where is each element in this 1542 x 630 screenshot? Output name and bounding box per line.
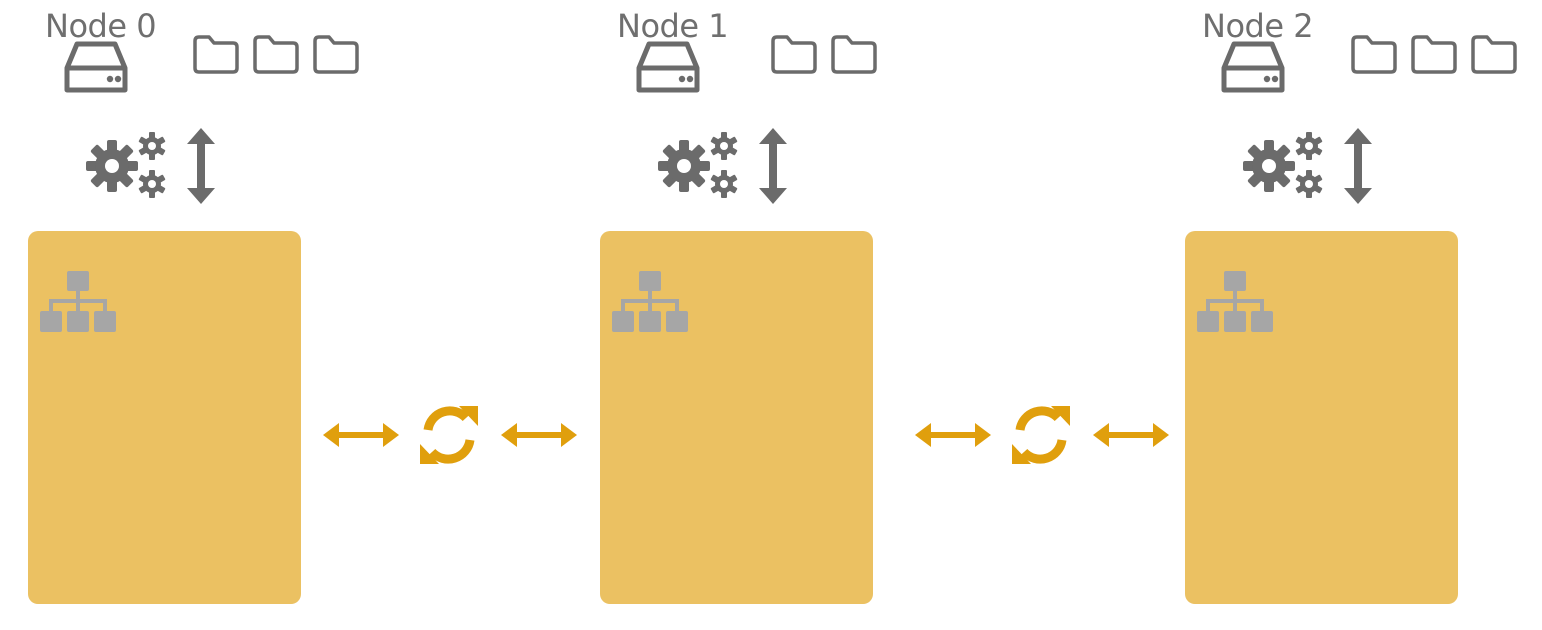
vertical-arrows-icon: [1344, 128, 1372, 204]
gears-icon: [1243, 132, 1323, 198]
folder-group: [770, 32, 878, 76]
node-0: Node 0: [0, 0, 520, 630]
node-box: [600, 231, 873, 604]
hierarchy-icon: [612, 271, 688, 332]
folder-icon: [771, 35, 817, 74]
folder-icon: [193, 35, 239, 74]
node-box: [28, 231, 301, 604]
sync-icon: [420, 406, 478, 464]
vertical-arrows-icon: [187, 128, 215, 204]
double-arrow-icon: [1093, 423, 1169, 447]
folder-group: [1350, 32, 1518, 76]
folder-icon: [253, 35, 299, 74]
folder-icon: [1471, 35, 1517, 74]
node-label: Node 1: [617, 7, 729, 45]
link-node0-node1: [318, 396, 582, 476]
hierarchy-icon: [40, 271, 116, 332]
folder-icon: [1411, 35, 1457, 74]
folder-group: [192, 32, 360, 76]
node-1: Node 1: [572, 0, 1092, 630]
drive-icon: [64, 41, 128, 93]
double-arrow-icon: [323, 423, 399, 447]
double-arrow-icon: [915, 423, 991, 447]
gears-icon: [86, 132, 166, 198]
node-label: Node 0: [45, 7, 157, 45]
gears-icon: [658, 132, 738, 198]
folder-icon: [1351, 35, 1397, 74]
double-arrow-icon: [501, 423, 577, 447]
vertical-arrows-icon: [759, 128, 787, 204]
sync-icon: [1012, 406, 1070, 464]
drive-icon: [1221, 41, 1285, 93]
folder-icon: [313, 35, 359, 74]
drive-icon: [636, 41, 700, 93]
folder-icon: [831, 35, 877, 74]
node-box: [1185, 231, 1458, 604]
link-node1-node2: [910, 396, 1174, 476]
node-2: Node 2: [1157, 0, 1542, 630]
node-label: Node 2: [1202, 7, 1314, 45]
hierarchy-icon: [1197, 271, 1273, 332]
